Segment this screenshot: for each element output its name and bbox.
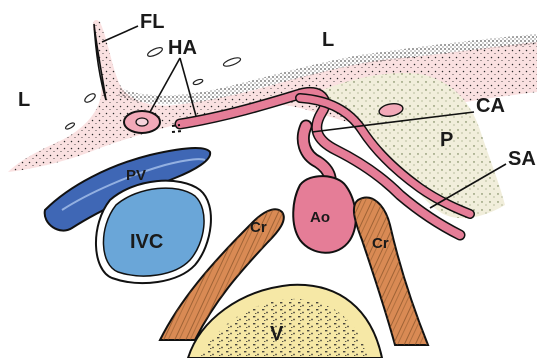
label-cr-left: Cr — [250, 219, 267, 236]
label-ao: Ao — [310, 209, 330, 226]
label-fl: FL — [140, 11, 164, 33]
label-vertebra: V — [270, 323, 284, 345]
label-pv: PV — [126, 167, 146, 184]
label-pancreas: P — [440, 129, 453, 151]
label-cr-right: Cr — [372, 235, 389, 252]
label-ivc: IVC — [130, 231, 163, 253]
label-ca: CA — [476, 95, 505, 117]
label-sa: SA — [508, 148, 536, 170]
label-liver-top: L — [322, 29, 334, 51]
label-ha: HA — [168, 37, 197, 59]
label-liver-left: L — [18, 89, 30, 111]
